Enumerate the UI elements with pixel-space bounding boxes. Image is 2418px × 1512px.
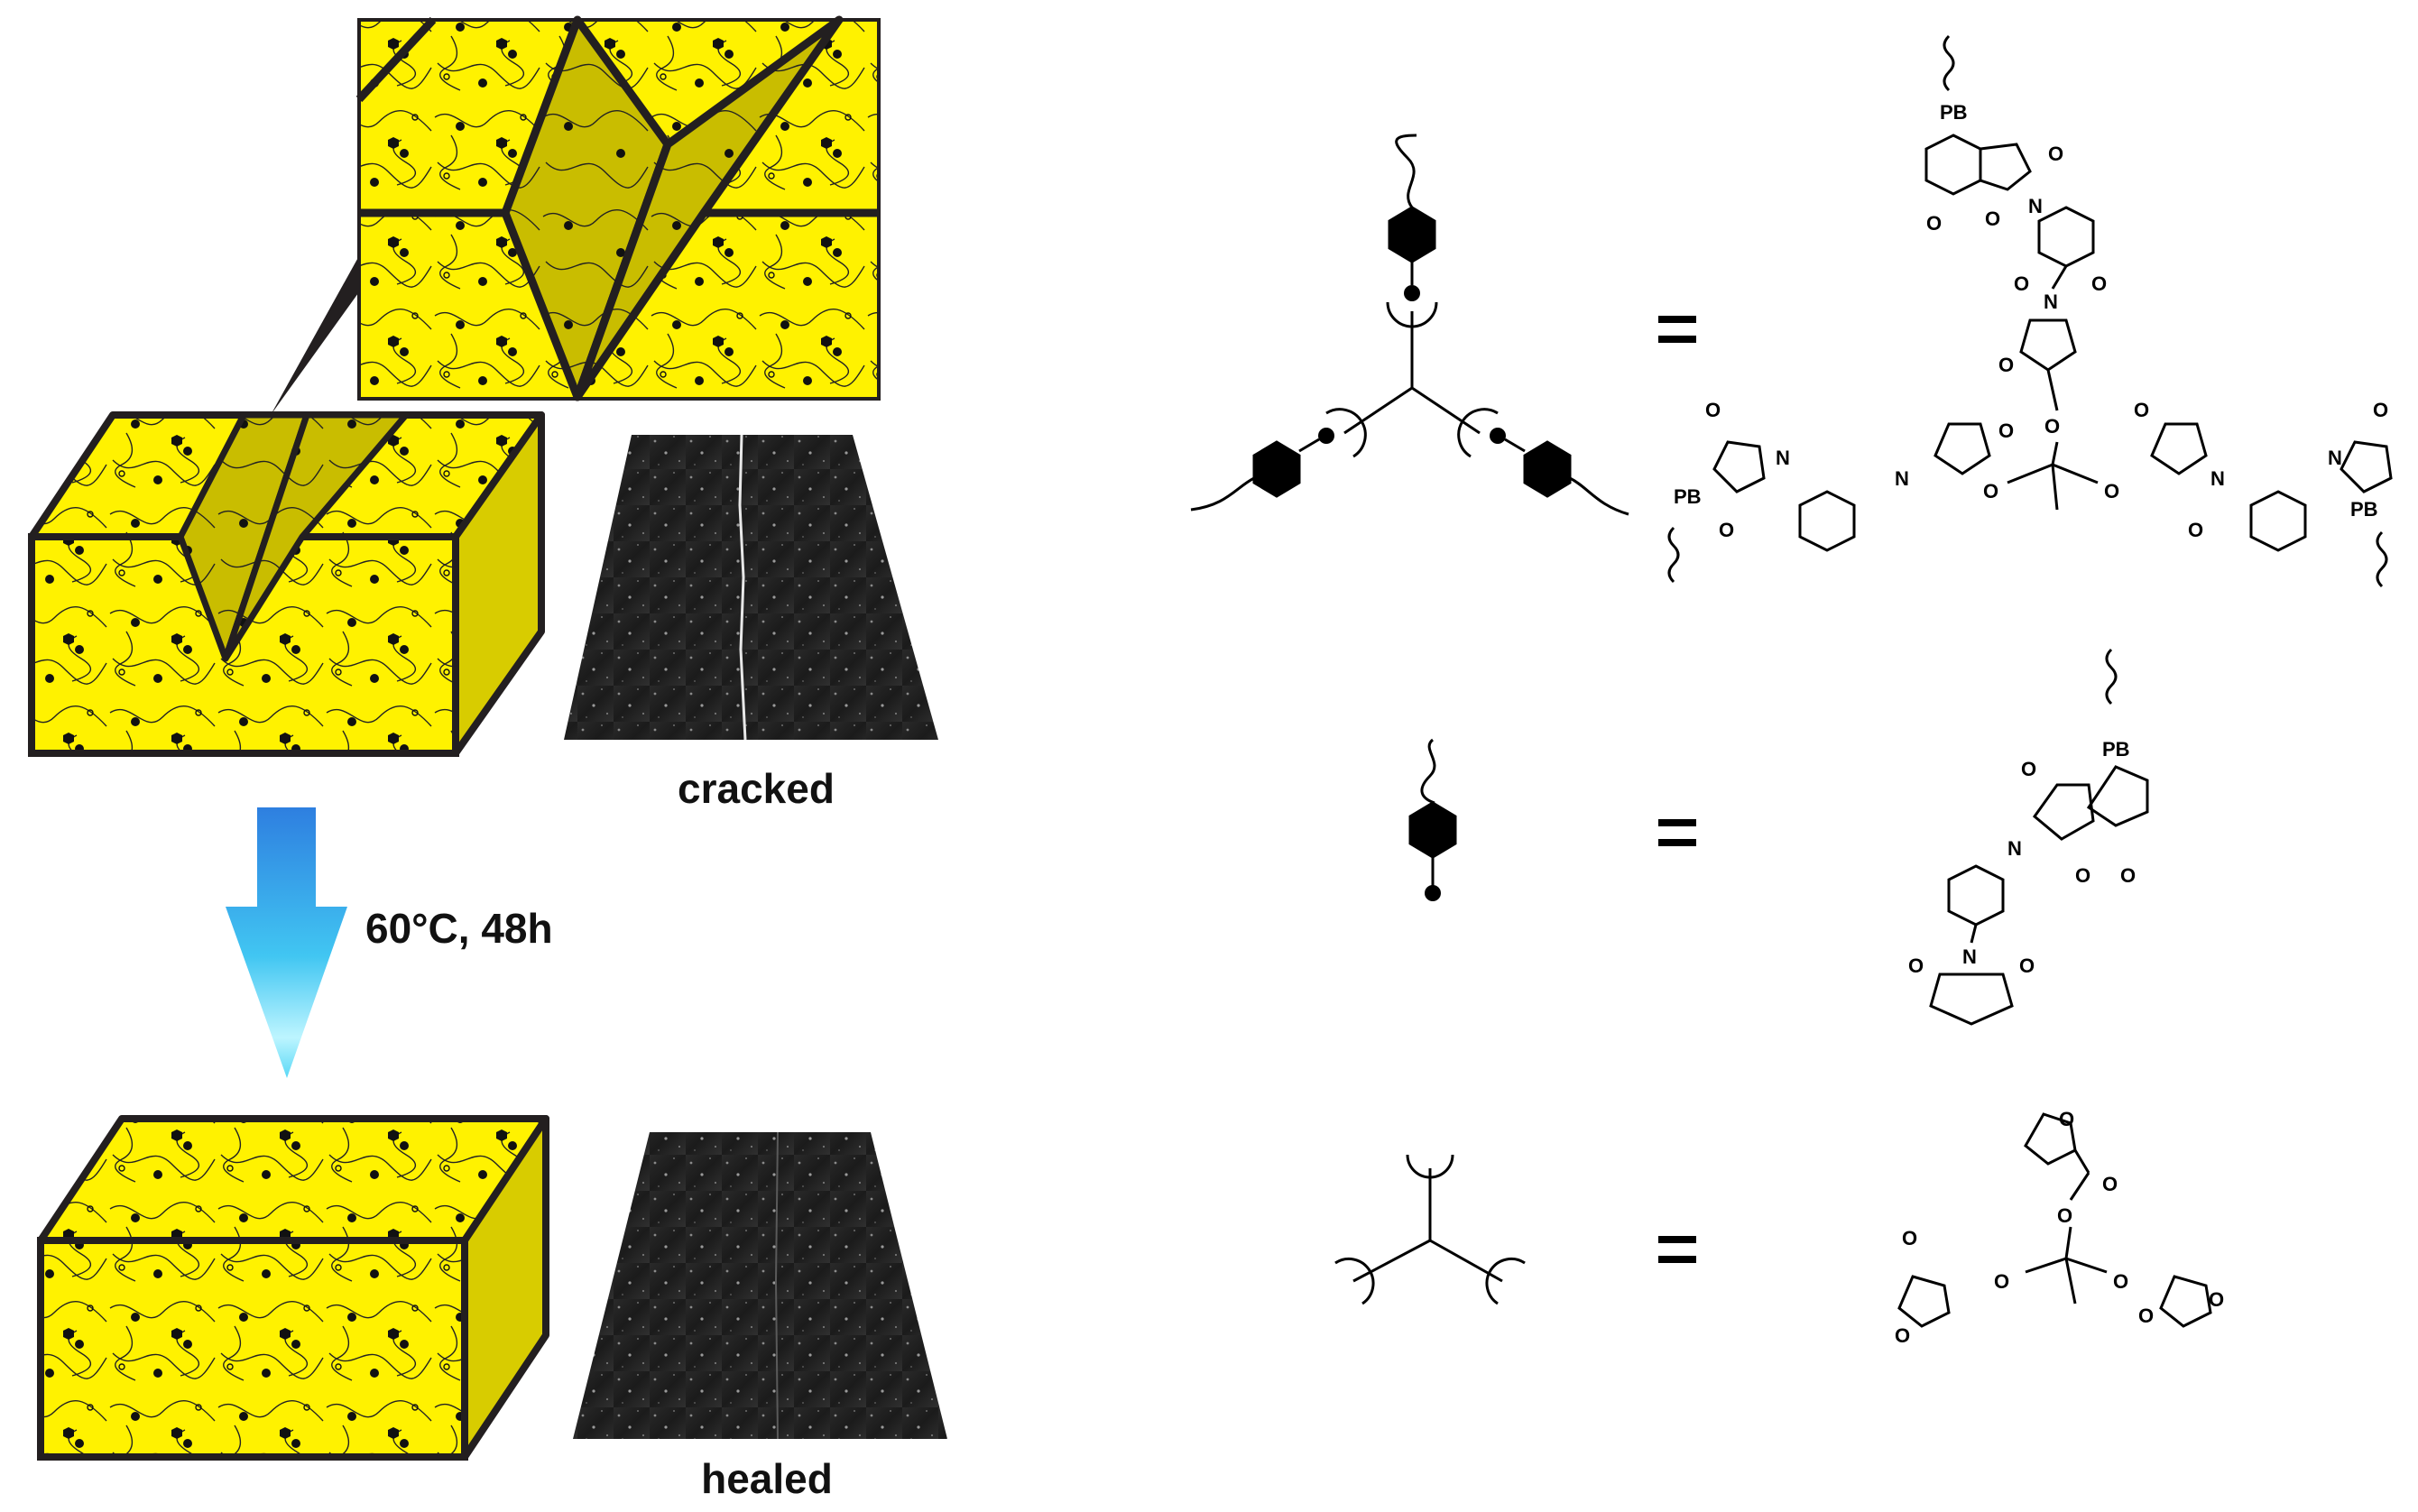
svg-text:PB: PB — [2350, 498, 2378, 521]
svg-text:PB: PB — [1940, 101, 1968, 124]
zoom-callout-pointer — [271, 253, 374, 415]
symbol-network-node — [1190, 134, 1629, 516]
cracked-block-notch-right — [222, 411, 410, 662]
svg-text:O: O — [2134, 399, 2149, 421]
equals-row3 — [1658, 1236, 1696, 1263]
healed-block — [37, 1115, 549, 1461]
svg-text:N: N — [2007, 837, 2022, 860]
svg-text:N: N — [2028, 195, 2043, 217]
svg-text:PB: PB — [2102, 738, 2130, 761]
svg-text:N: N — [2328, 447, 2342, 469]
svg-text:O: O — [2057, 1204, 2072, 1227]
symbol-furan-crosslinker — [1334, 1154, 1526, 1305]
svg-text:O: O — [1985, 207, 2000, 230]
svg-text:O: O — [1902, 1227, 1917, 1249]
structure-network-adduct: PB N O O O N O O O O O O N N — [1667, 34, 2393, 588]
svg-text:O: O — [2048, 143, 2063, 165]
svg-text:O: O — [1719, 519, 1734, 541]
svg-text:O: O — [2075, 864, 2090, 887]
equals-row2 — [1658, 819, 1696, 846]
svg-text:O: O — [2021, 758, 2036, 780]
healed-photo: healed — [573, 1131, 947, 1502]
svg-text:N: N — [1962, 945, 1977, 968]
svg-text:N: N — [2044, 290, 2058, 313]
healed-sample-photo — [573, 1132, 947, 1439]
down-arrow-icon — [226, 807, 347, 1078]
inset-edge — [355, 16, 437, 103]
healed-block-front-face — [37, 1237, 468, 1461]
left-panel: cracked 60°C, 48h healed — [28, 15, 947, 1502]
svg-text:O: O — [1926, 212, 1942, 235]
healed-block-top-face — [37, 1115, 549, 1244]
svg-text:O: O — [1998, 354, 2014, 376]
svg-text:O: O — [2102, 1173, 2118, 1195]
svg-text:O: O — [1983, 480, 1998, 502]
svg-text:O: O — [2059, 1108, 2074, 1130]
svg-text:O: O — [2209, 1288, 2224, 1311]
svg-text:O: O — [2044, 415, 2060, 438]
svg-text:O: O — [2104, 480, 2119, 502]
svg-text:O: O — [2373, 399, 2388, 421]
svg-text:O: O — [2188, 519, 2203, 541]
symbol-maleimide-chain — [1408, 738, 1457, 901]
svg-text:O: O — [1895, 1324, 1910, 1347]
svg-text:O: O — [2120, 864, 2136, 887]
cracked-block — [28, 411, 545, 757]
crack-face-right — [573, 15, 844, 401]
healed-label: healed — [701, 1455, 833, 1502]
svg-text:PB: PB — [1674, 485, 1702, 508]
svg-text:O: O — [1998, 419, 2014, 442]
healing-condition-label: 60°C, 48h — [365, 905, 553, 952]
cracked-sample-photo — [564, 435, 938, 740]
svg-text:O: O — [2019, 954, 2035, 977]
healing-arrow: 60°C, 48h — [226, 807, 553, 1078]
structure-maleimide: PB O N O O N O O — [1908, 648, 2149, 1026]
svg-text:N: N — [1895, 467, 1909, 490]
svg-text:O: O — [2138, 1305, 2154, 1327]
svg-text:O: O — [2091, 272, 2107, 295]
cracked-label: cracked — [678, 765, 835, 812]
svg-text:N: N — [2210, 467, 2225, 490]
svg-text:O: O — [2113, 1270, 2128, 1293]
zoom-inset — [271, 15, 881, 415]
equals-row1 — [1658, 316, 1696, 343]
cracked-photo: cracked — [564, 434, 938, 812]
svg-text:O: O — [2014, 272, 2029, 295]
svg-text:N: N — [1776, 447, 1790, 469]
crack-line — [738, 434, 747, 741]
svg-text:O: O — [1994, 1270, 2009, 1293]
structure-trifuran: O O O O O O O O O — [1895, 1108, 2224, 1347]
healed-seam — [774, 1131, 779, 1440]
right-panel: PB N O O O N O O O O O O N N — [1190, 34, 2393, 1347]
svg-text:O: O — [1908, 954, 1924, 977]
svg-text:O: O — [1705, 399, 1721, 421]
